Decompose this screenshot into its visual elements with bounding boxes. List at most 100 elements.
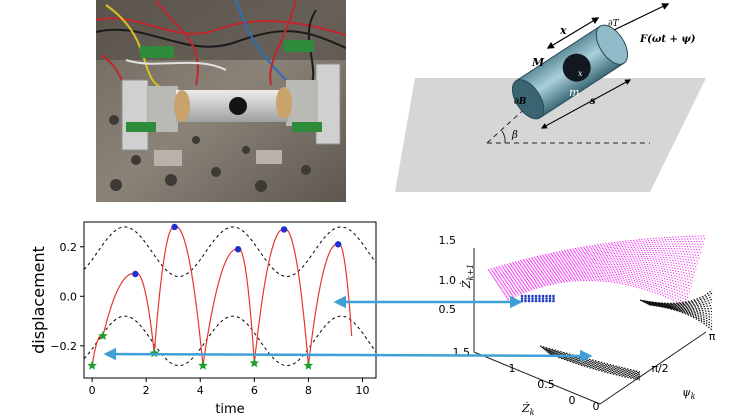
ground-surface-line bbox=[649, 304, 713, 328]
x-arrow bbox=[546, 17, 600, 49]
impact-star-bottom bbox=[249, 358, 260, 368]
fixed-point-dot bbox=[552, 294, 555, 298]
ground-surface-line bbox=[541, 346, 641, 374]
x-tick-label: 6 bbox=[251, 384, 258, 397]
y-tick-label: 0.2 bbox=[60, 241, 78, 254]
inclined-plane-diagram: M x ∂T F(ωt + ψ) m x ∂B β s bbox=[395, 3, 706, 192]
ytick3d-1: 0 bbox=[593, 400, 600, 413]
label-s: s bbox=[590, 96, 596, 107]
fixed-point-dot bbox=[531, 299, 534, 303]
fixed-point-dot bbox=[527, 297, 531, 300]
fixed-point-dot bbox=[541, 297, 545, 300]
fixed-point-dot bbox=[524, 299, 527, 303]
x-tick-label: 0 bbox=[89, 384, 96, 397]
connector-arrows bbox=[103, 295, 593, 363]
x-axis-label: time bbox=[215, 402, 244, 416]
x-axis-3d-label: Żk bbox=[521, 401, 535, 416]
map-surface-line bbox=[502, 271, 691, 294]
x-tick-label: 10 bbox=[355, 384, 369, 397]
angle-arc bbox=[501, 130, 506, 144]
label-boundary-bottom: ∂B bbox=[514, 97, 527, 107]
trajectory-curve bbox=[91, 226, 353, 366]
fixed-point-dot bbox=[541, 294, 545, 298]
ground-surface-line bbox=[644, 301, 713, 310]
fixed-point-dot bbox=[534, 297, 538, 300]
ground-surface-line bbox=[640, 292, 713, 305]
ztick-2: 1.0 bbox=[439, 274, 457, 287]
fixed-point-dot bbox=[541, 299, 545, 303]
impact-star-bottom bbox=[198, 360, 208, 370]
connector-bottom bbox=[103, 347, 593, 363]
map-surface-line bbox=[487, 235, 707, 271]
fixed-point-dot bbox=[527, 294, 531, 298]
y-axis-label: displacement bbox=[29, 246, 48, 354]
fixed-point-dot bbox=[545, 294, 548, 298]
ytick3d-2: π/2 bbox=[651, 362, 668, 375]
impact-dot-top bbox=[171, 223, 178, 231]
fixed-point-dot bbox=[531, 297, 534, 300]
fixed-point-dot bbox=[548, 294, 552, 298]
label-inner-mass: m bbox=[569, 86, 579, 99]
fixed-point-dot bbox=[527, 299, 531, 303]
impact-dot-top bbox=[280, 226, 288, 233]
fixed-point-dot bbox=[524, 294, 527, 298]
map-surface-line bbox=[503, 273, 691, 295]
s-arrow bbox=[540, 79, 632, 129]
y-axis-3d bbox=[599, 331, 707, 405]
map-surface-line bbox=[498, 262, 696, 287]
x-tick-label: 8 bbox=[305, 384, 312, 397]
label-boundary-top: ∂T bbox=[608, 19, 620, 29]
z-axis-label: Żk+1 bbox=[459, 264, 475, 289]
y-tick-label: −0.2 bbox=[50, 340, 77, 353]
impact-star-bottom bbox=[303, 360, 314, 370]
ztick-1: 1.5 bbox=[439, 234, 457, 247]
fixed-point-dot bbox=[552, 299, 555, 303]
impact-star-bottom bbox=[87, 360, 97, 370]
map-surface-line bbox=[502, 270, 692, 293]
map-surface-line bbox=[493, 252, 701, 279]
label-angle: β bbox=[511, 130, 518, 141]
label-force: F(ωt + ψ) bbox=[639, 34, 696, 45]
map-surface-line bbox=[504, 274, 690, 296]
fixed-point-dot bbox=[545, 297, 548, 300]
fixed-point-dot bbox=[524, 297, 527, 300]
x-tick-label: 4 bbox=[197, 384, 204, 397]
fixed-point-dot bbox=[520, 294, 524, 298]
fixed-point-dot bbox=[531, 294, 534, 298]
fixed-point-dot bbox=[520, 299, 524, 303]
fixed-point-dot bbox=[548, 297, 552, 300]
label-mass: M bbox=[531, 56, 545, 69]
xtick3d-4: 0 bbox=[569, 394, 576, 407]
return-map-3d: 1.5 1.0 0.5 1.5 1 0.5 0 0 π/2 π Żk+1 Żk … bbox=[439, 234, 716, 416]
ytick3d-3: π bbox=[709, 330, 716, 343]
xtick3d-1: 1.5 bbox=[453, 346, 471, 359]
map-surface-line bbox=[491, 245, 703, 276]
ground-surface-line bbox=[649, 304, 713, 331]
xtick3d-3: 0.5 bbox=[537, 378, 555, 391]
xtick3d-2: 1 bbox=[509, 362, 516, 375]
fixed-point-dot bbox=[538, 294, 541, 298]
map-surface-line bbox=[489, 240, 705, 273]
map-surface-line bbox=[490, 243, 704, 275]
fixed-point-dot bbox=[552, 297, 555, 300]
map-surface-line bbox=[496, 259, 698, 284]
map-surface-line bbox=[506, 277, 688, 301]
impact-star-bottom bbox=[98, 330, 108, 340]
impact-dot-top bbox=[234, 246, 242, 253]
label-inner-x: x bbox=[578, 69, 583, 78]
force-arrow bbox=[613, 3, 670, 31]
map-surface-line bbox=[488, 238, 706, 272]
fixed-point-dot bbox=[538, 299, 541, 303]
ground-surface-line bbox=[639, 289, 713, 304]
fixed-point-dot bbox=[538, 297, 541, 300]
map-surface-line bbox=[507, 280, 687, 307]
fixed-point-dot bbox=[520, 297, 524, 300]
x-tick-label: 2 bbox=[143, 384, 150, 397]
y-axis-3d-label: ψk bbox=[682, 386, 696, 401]
map-surface-line bbox=[494, 253, 700, 281]
ztick-3: 0.5 bbox=[439, 303, 457, 316]
fixed-point-dot bbox=[534, 299, 538, 303]
